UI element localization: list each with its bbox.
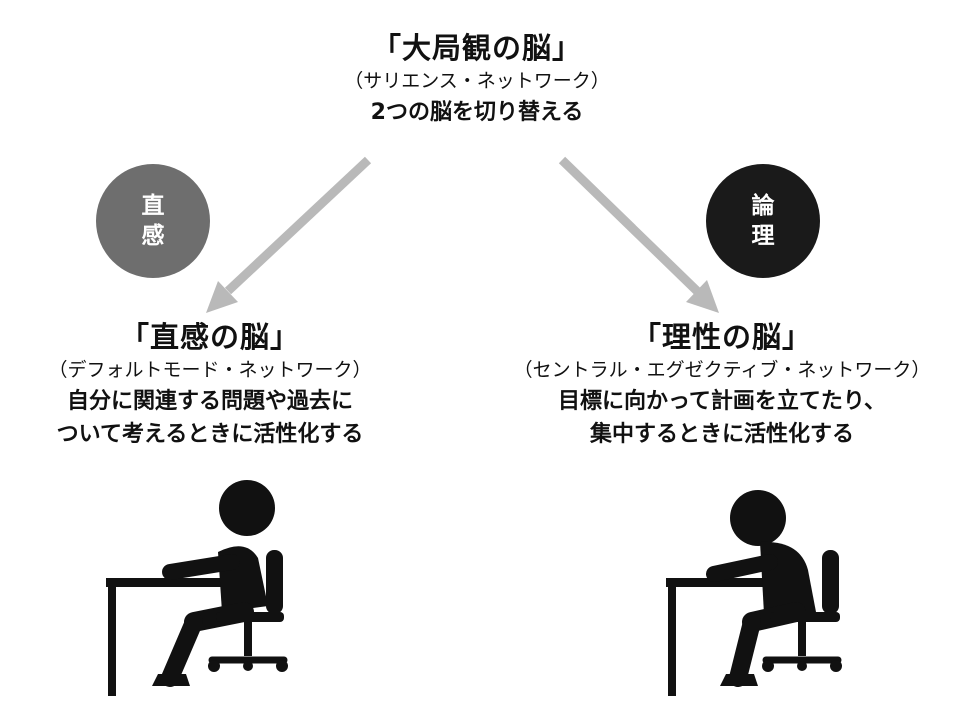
logic-badge: 論理 — [706, 164, 820, 278]
logic-subtitle: （セントラル・エグゼクティブ・ネットワーク） — [513, 359, 931, 381]
intuition-description-line1: 自分に関連する問題や過去に — [66, 389, 353, 414]
salience-description: 2つの脳を切り替える — [370, 100, 584, 125]
salience-title: 「大局観の脳」 — [371, 31, 582, 65]
intuition-description-line2: ついて考えるときに活性化する — [56, 422, 364, 447]
logic-description-line1: 目標に向かって計画を立てたり、 — [557, 389, 887, 414]
logic-description-line2: 集中するときに活性化する — [589, 422, 854, 447]
arrow-to-logic — [558, 156, 719, 313]
default-mode-network-block: 「直感の脳」 （デフォルトモード・ネットワーク） 自分に関連する問題や過去に つ… — [0, 319, 420, 451]
arrow-to-intuition — [206, 156, 372, 313]
central-executive-network-block: 「理性の脳」 （セントラル・エグゼクティブ・ネットワーク） 目標に向かって計画を… — [497, 319, 947, 451]
intuition-subtitle: （デフォルトモード・ネットワーク） — [48, 359, 372, 381]
salience-network-block: 「大局観の脳」 （サリエンス・ネットワーク） 2つの脳を切り替える — [277, 30, 677, 129]
logic-badge-label: 論理 — [751, 193, 775, 249]
salience-subtitle: （サリエンス・ネットワーク） — [344, 70, 610, 92]
intuition-title: 「直感の脳」 — [119, 320, 300, 354]
intuition-badge: 直感 — [96, 164, 210, 278]
intuition-badge-label: 直感 — [141, 193, 165, 249]
logic-title: 「理性の脳」 — [631, 320, 812, 354]
